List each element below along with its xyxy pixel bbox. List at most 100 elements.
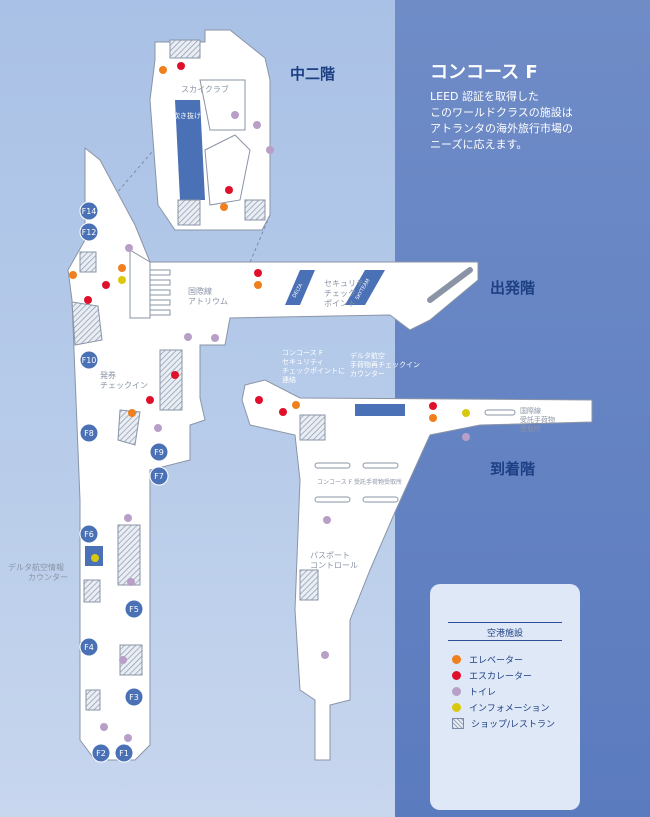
information-marker bbox=[118, 276, 126, 284]
atrium-void-label: 吹き抜け bbox=[173, 111, 201, 120]
gate-f1: F1 bbox=[114, 743, 134, 763]
escalator-marker bbox=[146, 396, 154, 404]
shop-area bbox=[85, 689, 101, 711]
escalator-marker bbox=[279, 408, 287, 416]
mezzanine-floor-label: 中二階 bbox=[290, 65, 336, 83]
restroom-marker bbox=[125, 244, 133, 252]
gate-label: F4 bbox=[84, 643, 94, 652]
legend-item-restroom: トイレ bbox=[452, 684, 496, 698]
gate-label: F8 bbox=[84, 429, 94, 438]
escalator-marker bbox=[177, 62, 185, 70]
restroom-icon bbox=[452, 686, 461, 696]
escalator-marker bbox=[429, 402, 437, 410]
gate-label: F1 bbox=[119, 749, 129, 758]
elevator-icon bbox=[452, 654, 461, 664]
restroom-marker bbox=[231, 111, 239, 119]
escalator-marker bbox=[254, 269, 262, 277]
amenity-markers bbox=[69, 62, 470, 742]
restroom-marker bbox=[119, 656, 127, 664]
mezzanine-floor-plan: スカイクラブ 吹き抜け bbox=[149, 29, 271, 231]
gate-f6: F6 bbox=[79, 524, 99, 544]
baggage-carousels bbox=[314, 409, 516, 503]
shop-area bbox=[71, 301, 103, 346]
gate-label: F5 bbox=[129, 605, 139, 614]
restroom-marker bbox=[323, 516, 331, 524]
gate-label: F10 bbox=[82, 356, 97, 365]
legend-title: 空港施設 bbox=[486, 629, 523, 639]
legend-item-escalator: エスカレーター bbox=[452, 668, 532, 682]
elevator-marker bbox=[69, 271, 77, 279]
restroom-marker bbox=[154, 424, 162, 432]
intl-atrium-label: 国際線アトリウム bbox=[188, 286, 228, 306]
restroom-marker bbox=[321, 651, 329, 659]
gate-f3: F3 bbox=[124, 687, 144, 707]
baggage-claim-label: コンコース F 受託手荷物受取所 bbox=[317, 478, 402, 486]
gate-label: F7 bbox=[154, 472, 164, 481]
baggage-recheck-counter bbox=[355, 404, 405, 416]
information-marker bbox=[462, 409, 470, 417]
gate-label: F9 bbox=[154, 448, 164, 457]
restroom-marker bbox=[184, 333, 192, 341]
gate-label: F3 bbox=[129, 693, 139, 702]
shop-area bbox=[244, 199, 266, 221]
restroom-marker bbox=[124, 514, 132, 522]
gate-label: F14 bbox=[82, 207, 97, 216]
elevator-marker bbox=[159, 66, 167, 74]
security-lane bbox=[285, 270, 315, 305]
elevator-marker bbox=[128, 409, 136, 417]
sky-club-label: スカイクラブ bbox=[181, 84, 229, 94]
gate-f12: F12 bbox=[79, 222, 99, 242]
gate-label: F2 bbox=[96, 749, 106, 758]
ticketing-checkin-label: 発券チェックイン bbox=[100, 370, 148, 390]
gate-label: F12 bbox=[82, 228, 97, 237]
shop-area bbox=[117, 524, 141, 586]
restroom-marker bbox=[253, 121, 261, 129]
shop-hatch-icon bbox=[452, 717, 464, 729]
gate-f7: F7 bbox=[149, 466, 169, 486]
gate-f5: F5 bbox=[124, 599, 144, 619]
security-checkpoint-label: セキュリティチェックポイント bbox=[324, 279, 372, 308]
shop-area bbox=[159, 349, 183, 411]
gate-f8: F8 bbox=[79, 423, 99, 443]
shop-area bbox=[299, 569, 319, 601]
atrium-void-area bbox=[175, 100, 205, 200]
legend-item-shop: ショップ/レストラン bbox=[452, 716, 555, 730]
escalator-icon bbox=[452, 670, 461, 680]
elevator-marker bbox=[292, 401, 300, 409]
departure-floor-plan: DELTA SKYTEAM 国際線アトリウム セキュリティチェックポイント 発券… bbox=[8, 146, 479, 761]
legend-panel: 空港施設 エレベーター エスカレーター トイレ インフォメーション ショップ/レ… bbox=[430, 584, 580, 810]
arrival-floor-label: 到着階 bbox=[490, 460, 536, 478]
escalator-marker bbox=[255, 396, 263, 404]
elevator-marker bbox=[220, 203, 228, 211]
intl-baggage-claim-label: 国際線受託手荷物受取所 bbox=[520, 406, 555, 433]
gate-label: F6 bbox=[84, 530, 94, 539]
escalator-marker bbox=[225, 186, 233, 194]
elevator-marker bbox=[118, 264, 126, 272]
moving-walkway bbox=[427, 267, 473, 303]
page-description: LEED 認証を取得した このワールドクラスの施設は アトランタの海外旅行市場の… bbox=[430, 90, 573, 151]
restroom-marker bbox=[266, 146, 274, 154]
shop-area bbox=[79, 251, 97, 273]
gate-f10: F10 bbox=[79, 350, 99, 370]
legend-item-elevator: エレベーター bbox=[452, 652, 523, 666]
shop-area bbox=[177, 199, 201, 226]
baggage-recheck-label: デルタ航空手荷物再チェックインカウンター bbox=[350, 351, 420, 378]
escalator-marker bbox=[102, 281, 110, 289]
escalator-marker bbox=[171, 371, 179, 379]
delta-info-counter-label: デルタ航空情報カウンター bbox=[8, 562, 68, 582]
gate-f14: F14 bbox=[79, 201, 99, 221]
restroom-marker bbox=[124, 734, 132, 742]
shop-area bbox=[83, 579, 101, 603]
security-lane bbox=[345, 270, 385, 305]
legend-divider bbox=[448, 640, 562, 641]
restroom-marker bbox=[127, 578, 135, 586]
passport-control-label: パスポートコントロール bbox=[310, 551, 358, 570]
elevator-marker bbox=[254, 281, 262, 289]
shop-area bbox=[169, 39, 201, 59]
gate-f9: F9 bbox=[149, 442, 169, 462]
